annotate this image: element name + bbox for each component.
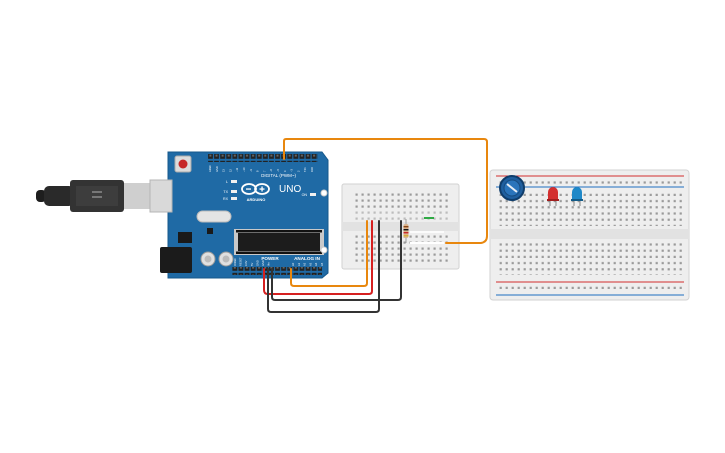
digital-pin-label: ~9 [249, 168, 253, 172]
digital-pin-label: 7 [262, 170, 266, 172]
crystal-oscillator [196, 210, 232, 223]
digital-pin-label: 13 [222, 169, 226, 172]
digital-pin-label: 4 [283, 170, 287, 172]
power-label: POWER [261, 256, 279, 261]
power-pin-label: GND [261, 260, 265, 266]
wire-red-5v[interactable] [263, 220, 373, 295]
capacitors [200, 251, 234, 267]
status-leds: L TX RX ON [223, 180, 316, 201]
red-led-icon[interactable] [547, 187, 559, 206]
on-label: ON [302, 193, 308, 197]
mounting-hole [320, 246, 328, 254]
digital-pin-label: AREF [208, 165, 212, 172]
digital-pin-label: GND [215, 166, 219, 172]
analog-label: ANALOG IN [294, 256, 320, 261]
model-label: UNO [279, 184, 301, 195]
digital-pin-label: ~6 [269, 168, 273, 172]
power-analog-header[interactable] [232, 267, 322, 275]
power-pin-label: 3.3V [244, 260, 248, 266]
digital-pin-label: 8 [256, 170, 260, 172]
analog-pin-label: A3 [308, 262, 312, 266]
power-pin-label: 5V [250, 263, 254, 266]
wire-black-gnd-1[interactable] [267, 220, 380, 313]
rx-label: RX [223, 197, 229, 201]
analog-pin-label: A4 [314, 262, 318, 266]
analog-pin-label: A1 [297, 262, 301, 266]
wire-orange-digital[interactable] [283, 138, 488, 244]
power-pin-label: RESET [239, 257, 243, 266]
analog-pin-label: A5 [320, 262, 324, 266]
arduino-logo-icon [241, 183, 270, 195]
mounting-hole [320, 189, 328, 197]
digital-pin-label: 12 [228, 169, 232, 172]
digital-pin-label: ~10 [242, 167, 246, 172]
tx-label: TX [223, 190, 228, 194]
power-pin-label: GND [255, 260, 259, 266]
l-label: L [226, 180, 228, 184]
digital-header[interactable] [208, 154, 318, 162]
resistor-icon[interactable] [403, 219, 409, 243]
voltage-regulator [178, 232, 192, 243]
digital-pin-label: ~11 [235, 167, 239, 172]
digital-header-label: DIGITAL (PWM~) [261, 173, 296, 178]
potentiometer-icon[interactable] [499, 175, 525, 201]
analog-pin-label: A0 [291, 262, 295, 266]
large-breadboard[interactable] [489, 169, 690, 301]
small-jumper-white[interactable] [410, 231, 444, 244]
brand-label: ARDUINO [247, 197, 266, 202]
usb-port [149, 179, 173, 213]
wires[interactable] [263, 138, 488, 313]
reset-button[interactable] [174, 155, 192, 173]
wire-orange-analog[interactable] [290, 220, 368, 287]
power-pin-label: Vin [267, 262, 271, 266]
blue-led-icon[interactable] [571, 187, 583, 206]
digital-pin-label: RX0 [310, 166, 314, 172]
wire-black-gnd-2[interactable] [271, 220, 402, 301]
digital-pin-label: ~5 [276, 168, 280, 172]
power-pin-label: IOREF [233, 258, 237, 266]
small-chip [207, 228, 213, 234]
analog-pin-label: A2 [303, 262, 307, 266]
digital-pin-label: 2 [296, 170, 300, 172]
digital-pin-label: TX1 [303, 167, 307, 172]
power-jack [160, 247, 192, 273]
microcontroller-chip [234, 229, 324, 255]
digital-pin-label: ~3 [290, 168, 294, 172]
